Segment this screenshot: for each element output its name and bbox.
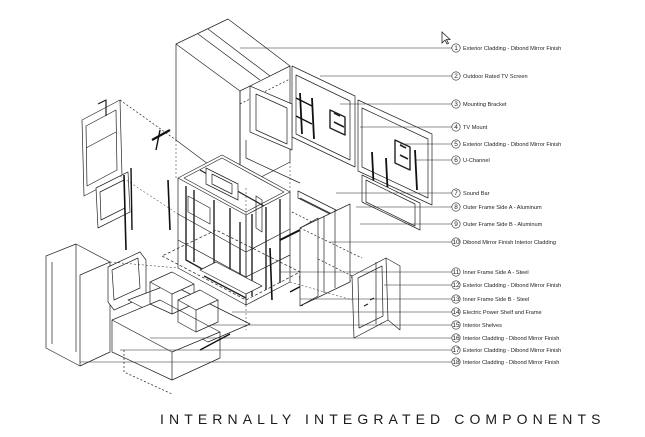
callout-number: 8 [454,204,458,211]
left-side-panels [81,99,177,251]
callout-label: Outdoor Rated TV Screen [463,74,528,80]
mouse-pointer-icon [441,31,451,45]
callout-label: Sound Bar [463,191,490,197]
callout-number: 18 [452,359,460,366]
callout-label: Outer Frame Side A - Aluminum [463,205,542,211]
callout-marker [451,357,461,367]
callout-item: 2 Outdoor Rated TV Screen [451,71,528,81]
rear-screen-panels [245,65,433,231]
callout-number: 4 [454,124,458,131]
callout-item: 6 U-Channel [451,155,490,165]
callout-marker [451,219,461,229]
callout-number: 15 [452,322,460,329]
callout-number: 10 [452,239,460,246]
callout-marker [451,345,461,355]
callout-label: Outer Frame Side B - Aluminum [463,222,543,228]
callout-label: TV Mount [463,125,488,131]
callout-marker [451,188,461,198]
callout-marker [451,237,461,247]
construction-lines [109,140,353,330]
callout-marker [451,71,461,81]
callout-marker [451,155,461,165]
callout-item: 1 Exterior Cladding - Dibond Mirror Finis… [451,43,561,53]
callout-number: 7 [454,190,458,197]
callout-item: 9 Outer Frame Side B - Aluminum [451,219,543,229]
callout-label: Electric Power Shelf and Frame [463,310,542,316]
component-drawing [45,18,452,395]
callout-marker [451,320,461,330]
exterior-cladding-top [175,18,291,189]
callout-label: Exterior Cladding - Dibond Mirror Finish [463,348,561,354]
callout-number: 14 [452,309,460,316]
callout-marker [451,122,461,132]
callout-item: 4 TV Mount [451,122,488,132]
callout-number: 11 [453,269,460,276]
callout-marker [451,43,461,53]
callout-marker [451,280,461,290]
callout-number: 6 [454,157,458,164]
callout-number: 2 [454,73,458,80]
callout-number: 16 [452,335,460,342]
leader-lines [80,47,452,363]
callout-number: 12 [452,282,460,289]
callout-label: Exterior Cladding - Dibond Mirror Finish [463,283,561,289]
callout-marker [451,139,461,149]
callout-item: 3 Mounting Bracket [451,99,507,109]
callout-label: Interior Cladding - Dibond Mirror Finish [463,336,559,342]
callout-label: Inner Frame Side A - Steel [463,270,529,276]
callout-label: Mounting Bracket [463,102,507,108]
right-door-panels [315,257,401,339]
callout-marker [451,294,461,304]
diagram-title: INTERNALLY INTEGRATED COMPONENTS [160,411,606,427]
callout-label: Interior Cladding - Dibond Mirror Finish [463,360,559,366]
callout-number: 5 [454,141,458,148]
callout-item: 5 Exterior Cladding - Dibond Mirror Finis… [451,139,561,149]
callout-label: Exterior Cladding - Dibond Mirror Finish [463,142,561,148]
callout-label: U-Channel [463,158,490,164]
callout-label: Inner Frame Side B - Steel [463,297,529,303]
callout-marker [451,267,461,277]
callout-number: 17 [452,347,460,354]
callout-number: 13 [452,296,460,303]
callout-label: Dibond Mirror Finish Interior Cladding [463,240,556,246]
callout-number: 3 [454,101,458,108]
central-frame [161,154,301,306]
callout-marker [451,307,461,317]
callout-label: Exterior Cladding - Dibond Mirror Finish [463,46,561,52]
lower-base-shelves [45,243,251,395]
callout-item: 8 Outer Frame Side A - Aluminum [451,202,542,212]
callout-marker [451,333,461,343]
callout-item: 7 Sound Bar [451,188,490,198]
callout-marker [451,99,461,109]
callout-marker [451,202,461,212]
callout-label: Interior Shelves [463,323,502,329]
callout-number: 1 [454,45,458,52]
callout-number: 9 [454,221,458,228]
